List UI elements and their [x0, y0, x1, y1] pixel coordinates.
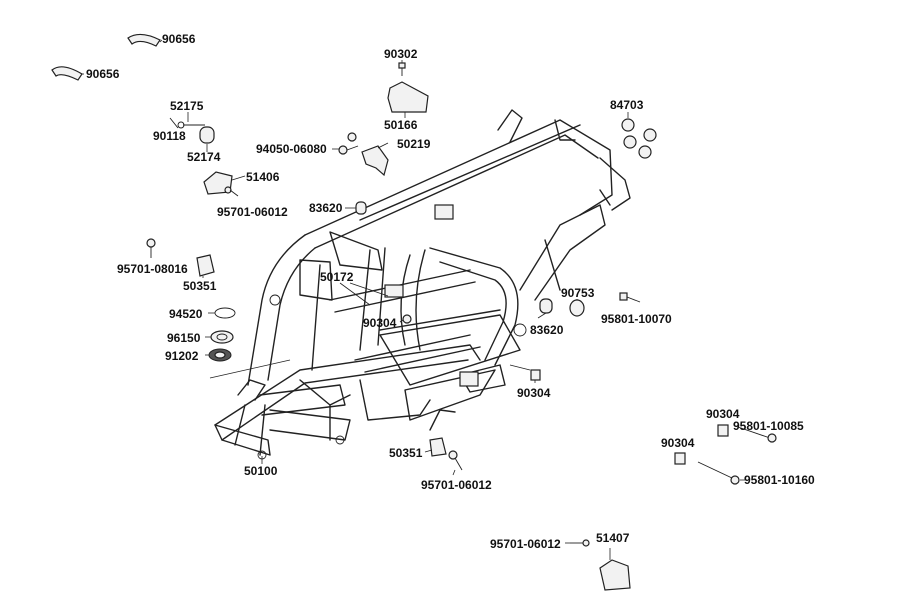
bolt-95701-06012-upper	[224, 186, 239, 197]
bolt-90302	[398, 62, 406, 76]
bearing-96150	[210, 330, 234, 344]
part-label-51406: 51406	[246, 170, 280, 184]
part-label-50351-lower: 50351	[389, 446, 423, 460]
bracket-51407	[599, 559, 631, 591]
part-label-90753: 90753	[561, 286, 595, 300]
cap-83620-right	[539, 298, 553, 314]
part-label-94520: 94520	[169, 307, 203, 321]
bolt-95801-10085	[734, 425, 777, 443]
bracket-50351-lower	[429, 437, 447, 457]
part-label-91202: 91202	[165, 349, 199, 363]
bolt-95801-10070	[619, 292, 641, 303]
main-frame	[214, 109, 631, 460]
part-label-50100: 50100	[244, 464, 278, 478]
part-label-95701-08016: 95701-08016	[117, 262, 188, 276]
bracket-50166	[387, 81, 429, 113]
bracket-50219	[361, 145, 389, 177]
bracket-50351-left	[196, 254, 215, 277]
part-label-96150: 96150	[167, 331, 201, 345]
part-label-95701-06012-bottom: 95701-06012	[490, 537, 561, 551]
bolt-95701-08016	[146, 238, 156, 258]
bolt-95701-06012-middle	[448, 450, 463, 471]
pin-90118	[169, 117, 179, 129]
part-label-90304-right-upper: 90304	[706, 407, 740, 421]
part-label-52174: 52174	[187, 150, 221, 164]
part-label-50351-left: 50351	[183, 279, 217, 293]
part-label-51407: 51407	[596, 531, 630, 545]
part-label-50219: 50219	[397, 137, 431, 151]
part-label-83620-right: 83620	[530, 323, 564, 337]
part-label-52175: 52175	[170, 99, 204, 113]
nut-90304-right-lower	[674, 452, 686, 465]
part-label-95801-10160: 95801-10160	[744, 473, 815, 487]
clip-94520	[214, 307, 236, 319]
part-label-90656-top: 90656	[162, 32, 196, 46]
part-label-83620-upper: 83620	[309, 201, 343, 215]
part-label-50166: 50166	[384, 118, 418, 132]
nut-90304-right-upper	[717, 424, 729, 437]
bolt-52175	[177, 121, 205, 129]
cap-83620-upper	[355, 201, 367, 215]
nut-90304-lower	[530, 369, 541, 381]
part-label-90302: 90302	[384, 47, 418, 61]
bushing-52174	[199, 126, 215, 144]
leader-lines	[82, 39, 745, 560]
nut-90304-center	[402, 314, 412, 324]
part-label-90304-right-lower: 90304	[661, 436, 695, 450]
bolt-95801-10160	[697, 461, 740, 485]
bolt-94050-06080	[338, 132, 359, 155]
part-label-90118: 90118	[153, 129, 186, 143]
part-label-95801-10085: 95801-10085	[733, 419, 804, 433]
part-label-95801-10070: 95801-10070	[601, 312, 672, 326]
grommets-84703	[621, 118, 657, 159]
part-label-50172: 50172	[320, 270, 354, 284]
bolt-95701-06012-bottom	[570, 539, 590, 547]
band-90656-lower	[51, 66, 83, 81]
part-label-94050-06080: 94050-06080	[256, 142, 327, 156]
part-label-90304-lower: 90304	[517, 386, 551, 400]
part-label-95701-06012-upper: 95701-06012	[217, 205, 288, 219]
part-label-84703: 84703	[610, 98, 644, 112]
washer-90753	[569, 299, 585, 317]
part-label-95701-06012-middle: 95701-06012	[421, 478, 492, 492]
band-90656-top	[127, 33, 161, 47]
part-label-90304-center: 90304	[363, 316, 397, 330]
part-label-90656-lower: 90656	[86, 67, 120, 81]
